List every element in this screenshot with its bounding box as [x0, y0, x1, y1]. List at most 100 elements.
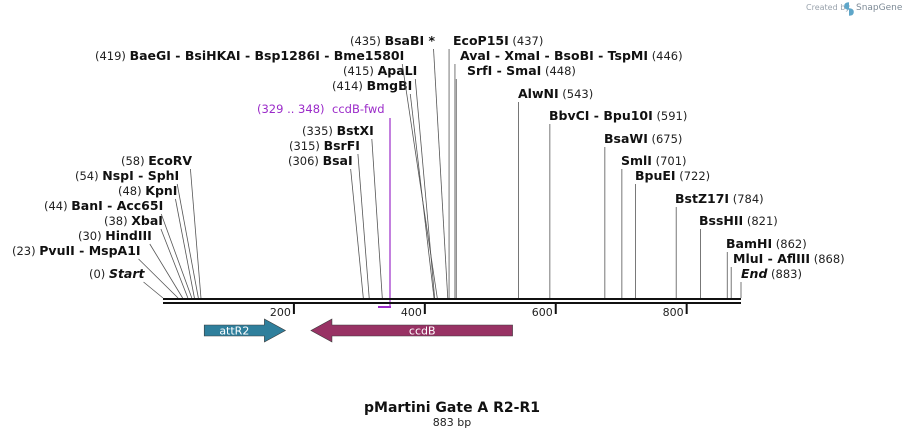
site-baegi[interactable]: (419) BaeGI - BsiHKAI - Bsp1286I - Bme15…	[95, 48, 438, 299]
site-enzyme-hindiii: HindIII	[105, 228, 152, 243]
feature-arrow-ccdb[interactable]	[310, 318, 513, 343]
site-bani[interactable]: (44) BanI - Acc65I	[44, 198, 193, 299]
site-enzyme-kpni: KpnI	[145, 183, 177, 198]
primer-range-text: (329 .. 348)	[257, 102, 325, 116]
site-position-bbvci: (591)	[656, 109, 687, 123]
site-mlui[interactable]: MluI - AflIII (868)	[730, 251, 845, 298]
site-bstz17i[interactable]: BstZ17I (784)	[675, 191, 764, 298]
site-position-kpni: (48)	[118, 184, 142, 198]
site-leader-line	[371, 138, 383, 299]
site-enzyme-bstz17i: BstZ17I	[675, 191, 729, 206]
site-nspi[interactable]: (54) NspI - SphI	[75, 168, 199, 299]
site-label-srfi: SrfI - SmaI (448)	[467, 63, 576, 78]
site-leader-line	[160, 228, 189, 299]
site-enzyme-bpu10i: Bpu10I	[603, 108, 652, 123]
site-label-bsshii: BssHII (821)	[699, 213, 778, 228]
site-enzyme-start: Start	[109, 266, 146, 281]
site-position-alwni: (543)	[562, 87, 593, 101]
site-label-bstz17i: BstZ17I (784)	[675, 191, 764, 206]
site-end[interactable]: End (883)	[740, 266, 802, 298]
site-label-avai: AvaI - XmaI - BsoBI - TspMI (446)	[460, 48, 683, 63]
site-enzyme-xbai: XbaI	[131, 213, 163, 228]
site-enzyme-bpuei: BpuEI	[635, 168, 676, 183]
site-enzyme-end: End	[741, 266, 768, 281]
site-apali[interactable]: (415) ApaLI	[343, 63, 436, 299]
site-enzyme-bsihkai: BsiHKAI	[185, 48, 241, 63]
feature-ccdb[interactable]: ccdB	[310, 318, 513, 343]
site-bamhi[interactable]: BamHI (862)	[726, 236, 807, 298]
site-enzyme-srfi: SrfI	[467, 63, 492, 78]
site-label-bstxi: (335) BstXI	[302, 123, 374, 138]
site-enzyme-apali: ApaLI	[378, 63, 418, 78]
site-enzyme-bamhi: BamHI	[726, 236, 772, 251]
primer-name-text: ccdB-fwd	[332, 102, 385, 116]
site-xbai[interactable]: (38) XbaI	[104, 213, 189, 299]
site-srfi[interactable]: SrfI - SmaI (448)	[455, 63, 576, 298]
site-leader-line	[414, 78, 436, 299]
features: attR2 ccdB	[203, 318, 513, 343]
site-bbvci[interactable]: BbvCI - Bpu10I (591)	[549, 108, 687, 298]
site-ecorv[interactable]: (58) EcoRV	[121, 153, 202, 299]
site-ecop15i[interactable]: EcoP15I (437)	[448, 33, 543, 298]
site-bsshii[interactable]: BssHII (821)	[699, 213, 778, 298]
feature-attr2[interactable]: attR2	[203, 318, 287, 343]
site-label-bsai: (306) BsaI	[288, 153, 353, 168]
site-position-pvuii: (23)	[12, 244, 36, 258]
backbone-bottom-strand	[163, 302, 741, 304]
site-bpuei[interactable]: BpuEI (722)	[635, 168, 710, 298]
site-enzyme-sphi: SphI	[148, 168, 180, 183]
site-leader-line	[357, 153, 370, 299]
site-position-ecorv: (58)	[121, 154, 145, 168]
feature-label-ccdb: ccdB	[409, 325, 436, 338]
site-position-avai: (446)	[652, 49, 683, 63]
site-start[interactable]: (0) Start	[89, 266, 164, 299]
site-bsabi[interactable]: (435) BsaBI *	[350, 33, 449, 299]
site-enzyme-bsobi: BsoBI	[554, 48, 594, 63]
site-position-hindiii: (30)	[78, 229, 102, 243]
primer-ccdb-fwd[interactable]: (329 .. 348) ccdB-fwd	[257, 102, 391, 308]
site-alwni[interactable]: AlwNI (543)	[518, 86, 593, 298]
map-length: 883 bp	[433, 416, 471, 429]
site-position-xbai: (38)	[104, 214, 128, 228]
site-label-mlui: MluI - AflIII (868)	[733, 251, 845, 266]
site-label-nspi: (54) NspI - SphI	[75, 168, 179, 183]
site-label-bsrfi: (315) BsrFI	[289, 138, 360, 153]
site-enzyme-bsai: BsaI	[323, 153, 353, 168]
site-kpni[interactable]: (48) KpnI	[118, 183, 195, 299]
site-enzyme-mlui: MluI	[733, 251, 763, 266]
site-position-mlui: (868)	[814, 252, 845, 266]
site-position-bsawi: (675)	[652, 132, 683, 146]
site-position-bsai: (306)	[288, 154, 319, 168]
site-position-bamhi: (862)	[776, 237, 807, 251]
site-enzyme-bsp1286i: Bsp1286I	[255, 48, 320, 63]
site-hindiii[interactable]: (30) HindIII	[78, 228, 183, 299]
site-pvuii[interactable]: (23) PvuII - MspA1I	[12, 243, 179, 299]
site-leader-line	[149, 243, 183, 299]
site-smli[interactable]: SmlI (701)	[621, 153, 687, 298]
feature-arrow-attr2[interactable]	[203, 318, 287, 343]
site-bsai[interactable]: (306) BsaI	[288, 153, 364, 299]
site-bsawi[interactable]: BsaWI (675)	[604, 131, 682, 298]
site-enzyme-xmai: XmaI	[504, 48, 540, 63]
site-label-apali: (415) ApaLI	[343, 63, 417, 78]
site-position-end: (883)	[771, 267, 802, 281]
site-bmgbi[interactable]: (414) BmgBI	[332, 78, 435, 299]
site-enzyme-bbvci: BbvCI	[549, 108, 589, 123]
site-bsrfi[interactable]: (315) BsrFI	[289, 138, 370, 299]
site-leader-line	[190, 168, 202, 299]
site-avai[interactable]: AvaI - XmaI - BsoBI - TspMI (446)	[454, 48, 683, 298]
site-enzyme-alwni: AlwNI	[518, 86, 559, 101]
snapgene-brand-text: SnapGene	[856, 3, 903, 13]
site-label-bani: (44) BanI - Acc65I	[44, 198, 163, 213]
site-enzyme-ecop15i: EcoP15I	[453, 33, 509, 48]
site-position-bstxi: (335)	[302, 124, 333, 138]
primer-binding-mark[interactable]	[378, 306, 391, 308]
site-enzyme-pvuii: PvuII	[39, 243, 75, 258]
site-position-bpuei: (722)	[679, 169, 710, 183]
site-leader-line	[138, 258, 179, 299]
site-label-baegi: (419) BaeGI - BsiHKAI - Bsp1286I - Bme15…	[95, 48, 404, 63]
site-bstxi[interactable]: (335) BstXI	[302, 123, 383, 299]
site-label-bamhi: BamHI (862)	[726, 236, 807, 251]
